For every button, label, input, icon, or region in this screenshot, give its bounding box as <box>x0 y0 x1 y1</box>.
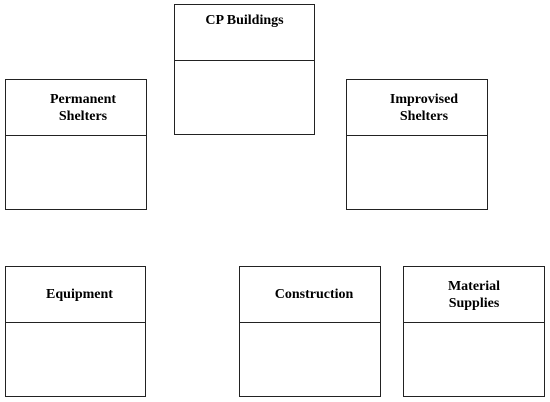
equipment-title: Equipment <box>46 287 113 302</box>
improvised-shelters-title: Improvised Shelters <box>390 91 458 125</box>
material-supplies-title: Material Supplies <box>448 278 500 312</box>
permanent-shelters-box: Permanent Shelters <box>5 79 147 210</box>
permanent-shelters-title-line1: Permanent <box>49 91 117 107</box>
cp-buildings-title: CP Buildings <box>205 13 284 28</box>
permanent-shelters-title: Permanent Shelters <box>50 91 116 125</box>
equipment-header: Equipment <box>6 267 145 323</box>
improvised-shelters-title-line1: Improvised <box>389 91 459 107</box>
cp-buildings-header: CP Buildings <box>175 5 314 61</box>
material-supplies-title-line2: Supplies <box>448 295 500 311</box>
construction-title: Construction <box>274 287 354 302</box>
material-supplies-box: Material Supplies <box>403 266 545 397</box>
cp-buildings-box: CP Buildings <box>174 4 315 135</box>
permanent-shelters-header: Permanent Shelters <box>6 80 146 136</box>
construction-header: Construction <box>240 267 380 323</box>
improvised-shelters-title-line2: Shelters <box>399 108 449 124</box>
construction-box: Construction <box>239 266 381 397</box>
permanent-shelters-title-line2: Shelters <box>58 108 108 124</box>
improvised-shelters-box: Improvised Shelters <box>346 79 488 210</box>
material-supplies-title-line1: Material <box>447 278 501 294</box>
material-supplies-header: Material Supplies <box>404 267 544 323</box>
improvised-shelters-header: Improvised Shelters <box>347 80 487 136</box>
equipment-box: Equipment <box>5 266 146 397</box>
